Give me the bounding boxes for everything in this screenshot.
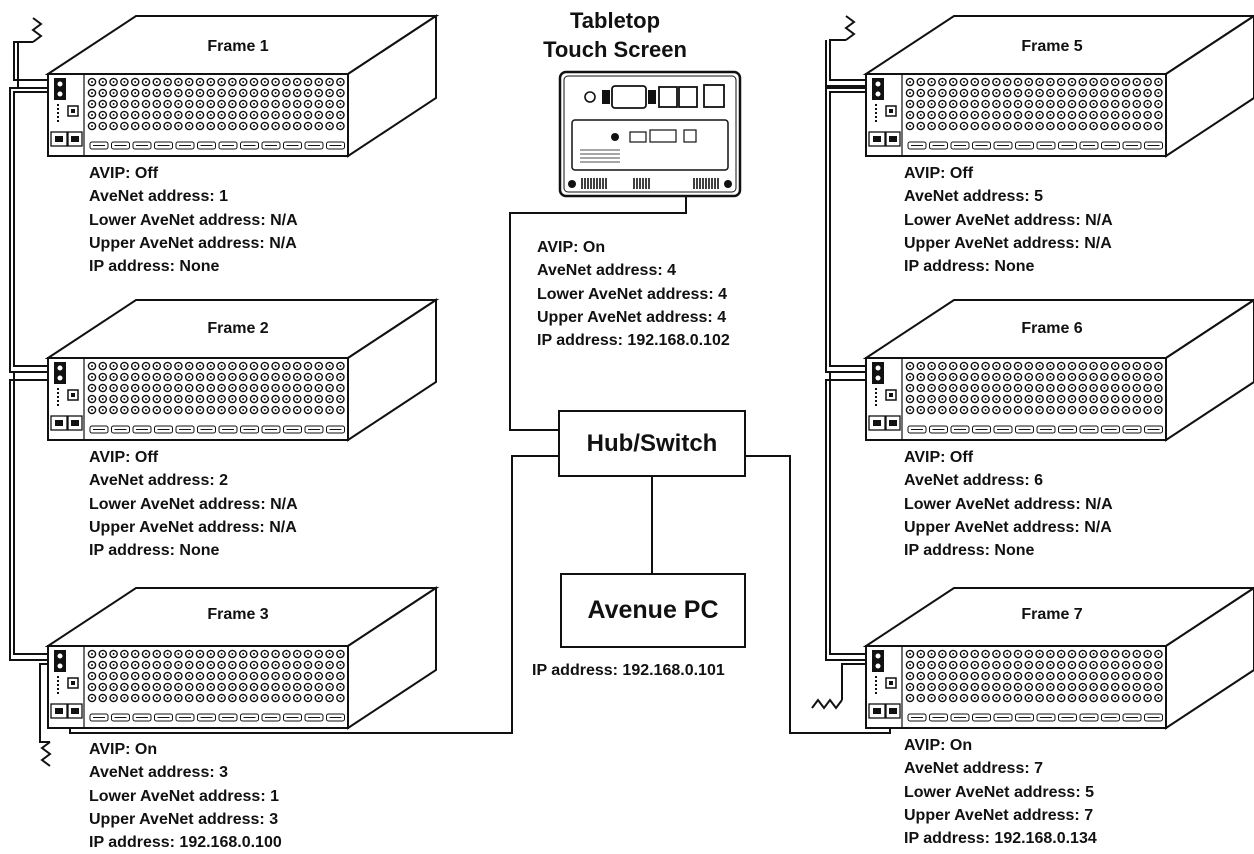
frame1-label: AVIP: Off AveNet address: 1 Lower AveNet… [89, 162, 298, 278]
chain-right-top [829, 39, 870, 81]
frame1-avip: AVIP: Off [89, 165, 159, 182]
serial-port [611, 85, 647, 109]
terminator-bottom-right [811, 698, 843, 710]
frame6-avenet: AveNet address: 6 [904, 472, 1044, 490]
frame2-upper: Upper AveNet address: N/A [89, 518, 297, 536]
frame5-avip: AVIP: Off [904, 165, 974, 182]
frame3-title: Frame 3 [207, 606, 269, 623]
frame2-chassis [44, 298, 440, 442]
frame5-label: AVIP: Off AveNet address: 5 Lower AveNet… [904, 162, 1113, 278]
chain-left-23-a [13, 371, 55, 655]
frame1-chassis [44, 14, 440, 158]
frame5-avenet: AveNet address: 5 [904, 188, 1044, 206]
touchscreen-lower: Lower AveNet address: 4 [537, 285, 727, 303]
avenue-pc-box: Avenue PC [560, 573, 746, 648]
frame5-upper: Upper AveNet address: N/A [904, 234, 1112, 252]
touchscreen-device [558, 70, 742, 198]
frame1-upper: Upper AveNet address: N/A [89, 234, 297, 252]
hub-switch-label: Hub/Switch [586, 429, 718, 457]
hub-switch-box: Hub/Switch [558, 410, 746, 477]
frame7-label: AVIP: On AveNet address: 7 Lower AveNet … [904, 734, 1097, 850]
frame6-title: Frame 6 [1021, 320, 1083, 337]
frame3-lower: Lower AveNet address: 1 [89, 787, 279, 805]
frame3-chassis [44, 586, 440, 730]
frame7-ip: IP address: 192.168.0.134 [904, 830, 1097, 848]
frame3-label: AVIP: On AveNet address: 3 Lower AveNet … [89, 738, 282, 854]
chain-left-23-b [9, 379, 55, 661]
frame7-avip: AVIP: On [904, 737, 973, 754]
frame5-chassis [862, 14, 1254, 158]
frame1-ip: IP address: None [89, 258, 220, 276]
avenet-port [54, 78, 66, 100]
avenet-port [54, 650, 66, 672]
touchscreen-upper: Upper AveNet address: 4 [537, 308, 727, 326]
frame1-title: Frame 1 [207, 38, 269, 55]
frame6-chassis [862, 298, 1254, 442]
chain-left-12-a [13, 91, 55, 367]
touchscreen-title: Tabletop Touch Screen [505, 6, 725, 64]
frame6-upper: Upper AveNet address: N/A [904, 518, 1112, 536]
frame6-avip: AVIP: Off [904, 449, 974, 466]
frame2-avenet: AveNet address: 2 [89, 472, 229, 490]
frame3-ip: IP address: 192.168.0.100 [89, 834, 282, 852]
frame2-avip: AVIP: Off [89, 449, 159, 466]
frame2-label: AVIP: Off AveNet address: 2 Lower AveNet… [89, 446, 298, 562]
frame7-lower: Lower AveNet address: 5 [904, 783, 1094, 801]
frame7-chassis [862, 586, 1254, 730]
frame2-ip: IP address: None [89, 542, 220, 560]
frame3-avenet: AveNet address: 3 [89, 764, 229, 782]
frame2-lower: Lower AveNet address: N/A [89, 495, 298, 513]
avenet-port [872, 78, 884, 100]
ethernet-port [703, 84, 725, 108]
terminator-top-left [31, 17, 43, 43]
chain-right-67-b [825, 379, 870, 661]
frame1-avenet: AveNet address: 1 [89, 188, 229, 206]
chain-right-7-end [841, 663, 870, 700]
terminator-bottom-left [40, 741, 52, 767]
avenet-port [872, 362, 884, 384]
touchscreen-title-line1: Tabletop [569, 8, 661, 33]
chain-right-67-a [829, 371, 870, 655]
frame5-title: Frame 5 [1021, 38, 1083, 55]
frame2-title: Frame 2 [207, 320, 269, 337]
frame6-ip: IP address: None [904, 542, 1035, 560]
touchscreen-label: AVIP: On AveNet address: 4 Lower AveNet … [537, 236, 730, 352]
frame6-lower: Lower AveNet address: N/A [904, 495, 1113, 513]
touchscreen-avenet: AveNet address: 4 [537, 262, 677, 280]
avenue-pc-ip: IP address: 192.168.0.101 [532, 662, 725, 679]
frame5-ip: IP address: None [904, 258, 1035, 276]
avenet-port [54, 362, 66, 384]
avenue-pc-label: Avenue PC [587, 596, 719, 624]
frame5-lower: Lower AveNet address: N/A [904, 211, 1113, 229]
frame3-avip: AVIP: On [89, 741, 158, 758]
touchscreen-avip: AVIP: On [537, 239, 606, 256]
frame7-avenet: AveNet address: 7 [904, 760, 1044, 778]
touchscreen-ip: IP address: 192.168.0.102 [537, 332, 730, 350]
frame6-label: AVIP: Off AveNet address: 6 Lower AveNet… [904, 446, 1113, 562]
frame1-lower: Lower AveNet address: N/A [89, 211, 298, 229]
chain-left-outer [13, 41, 55, 81]
chain-right-56-a [829, 91, 870, 367]
touchscreen-title-line2: Touch Screen [543, 37, 687, 62]
frame3-upper: Upper AveNet address: 3 [89, 810, 279, 828]
terminator-top-right [844, 15, 856, 41]
frame7-upper: Upper AveNet address: 7 [904, 806, 1094, 824]
frame7-title: Frame 7 [1021, 606, 1083, 623]
avenet-port [872, 650, 884, 672]
